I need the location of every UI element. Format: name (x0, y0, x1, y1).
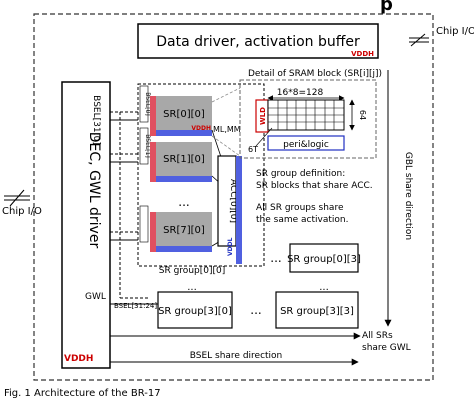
sr-group-33-label: SR group[3][3] (280, 306, 354, 317)
bsel-direction-label: BSEL share direction (190, 351, 283, 361)
gwl-wires (110, 119, 150, 305)
chip-boundary (33, 13, 434, 381)
bsel-31-24-label: BSEL[31:24] (114, 302, 157, 310)
sr-block-1 (150, 142, 212, 182)
all-srs-line1: All SRs (362, 331, 393, 341)
sr-block-0 (150, 96, 212, 136)
chip-io-left-label: Chip I/O (2, 206, 42, 217)
sr-group-33-box (275, 291, 359, 329)
bsel-wires (110, 111, 150, 299)
sram-detail-box (239, 79, 377, 159)
peri-logic-box (267, 135, 345, 151)
vddl-bar (236, 156, 242, 264)
sr-group-30-label: SR group[3][0] (158, 306, 232, 317)
peri-logic-label: peri&logic (283, 140, 329, 150)
sr-block-0-label: SR[0][0] (163, 109, 205, 120)
bsel-tag-1-label: BSEL[1] (144, 134, 151, 157)
col0-ellipsis: ... (187, 282, 197, 293)
chip-io-top-symbol (409, 33, 429, 47)
vddh-dec-label: VDDH (64, 354, 93, 364)
row3-ellipsis: ... (250, 303, 261, 317)
data-driver-label: Data driver, activation buffer (156, 34, 360, 50)
bsel-tag-1 (139, 127, 149, 165)
row0-ellipsis: ... (270, 251, 281, 265)
sr-group-00-container (137, 83, 265, 267)
vddh-sr-label: VDDH (191, 125, 211, 132)
six-t-label: 6T (248, 145, 258, 154)
chip-io-left-symbol (4, 189, 30, 207)
ml-mm-label: ML,MM (213, 125, 241, 134)
bsel-tag-7 (139, 205, 149, 243)
data-driver-box (137, 23, 379, 59)
sram-cell-grid (267, 99, 345, 131)
detail-connector-top (211, 87, 241, 103)
sr-block-7 (150, 212, 212, 252)
sr-group-03-box (289, 243, 359, 273)
acc-label: ACC[0][0] (228, 179, 238, 223)
top-caption-fragment: p (380, 0, 393, 15)
all-srs-line2: share GWL (362, 343, 411, 353)
sr-block-7-label: SR[7][0] (163, 225, 205, 236)
col3-ellipsis: ... (319, 282, 329, 293)
sram-width-label: 16*8=128 (277, 88, 324, 98)
detail-connector-bottom (211, 135, 241, 157)
all-sr-share-line1: All SR groups share (256, 203, 344, 213)
sr-group-def-line2: SR blocks that share ACC. (256, 181, 373, 191)
dec-gwl-label: DEC, GWL driver (86, 132, 102, 249)
sr-dots: ... (178, 195, 189, 209)
bsel-tag-0-label: BSEL[0] (144, 92, 151, 115)
vddl-label: VDDL (227, 237, 234, 256)
vddh-data-label: VDDH (351, 50, 374, 58)
bsel-tag-0 (139, 85, 149, 123)
sr-group-30-box (157, 291, 233, 329)
chip-io-top-label: Chip I/O (436, 26, 474, 37)
gbl-direction-label: GBL share direction (403, 152, 413, 240)
sram-height-label: 64 (358, 110, 367, 120)
sr-group-03-label: SR group[0][3] (287, 254, 361, 265)
sr-group-def-line1: SR group definition: (256, 169, 345, 179)
sram-detail-title: Detail of SRAM block (SR[i][j]) (248, 69, 382, 79)
all-sr-share-line2: the same activation. (256, 215, 348, 225)
figure-caption: Fig. 1 Architecture of the BR-17 (4, 388, 161, 399)
bsel-31-0-label: BSEL[31:0] (91, 95, 101, 145)
sr-group-00-label: SR group[0][0] (159, 266, 225, 276)
sr-block-1-label: SR[1][0] (163, 154, 205, 165)
dec-gwl-driver-box (61, 81, 111, 369)
wld-label: WLD (259, 107, 267, 125)
gwl-label: GWL (85, 292, 106, 302)
six-t-pointer (255, 127, 273, 147)
